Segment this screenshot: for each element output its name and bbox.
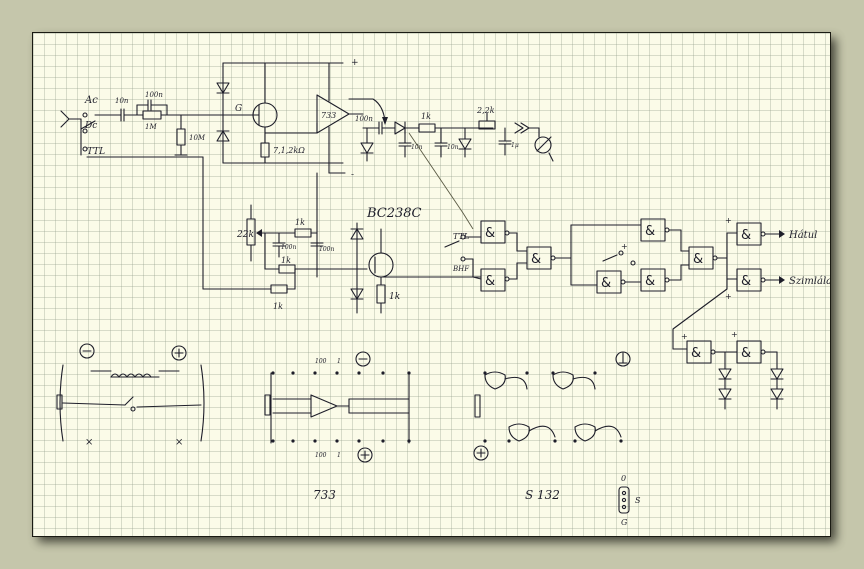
label-c-1u: 1μ	[511, 142, 519, 149]
svg-text:&: &	[601, 276, 611, 291]
bc238c-transistor	[368, 252, 394, 278]
board-edge-right	[474, 394, 481, 418]
resistor-1k-b	[294, 228, 312, 238]
inductor-coil	[110, 373, 152, 378]
resistor-10m	[176, 128, 186, 146]
label-c-100n-d: 100n	[319, 246, 334, 253]
svg-text:+: +	[621, 242, 628, 251]
label-r-1k-e: 1k	[389, 292, 400, 302]
svg-text:&: &	[485, 226, 495, 241]
plus-terminal-icon-b	[357, 447, 373, 463]
label-c-10n: 10n	[115, 97, 129, 105]
svg-text:&: &	[645, 224, 655, 239]
resistor-1k-d	[270, 284, 288, 294]
label-ic-s132: S 132	[525, 488, 560, 502]
logic-section: TTL BHF & &	[408, 132, 831, 410]
svg-text:+: +	[725, 292, 732, 301]
svg-text:&: &	[741, 274, 751, 289]
resistor-1k	[418, 123, 436, 133]
label-pin-bot-1: 1	[337, 452, 341, 459]
graph-paper-sheet: Ac Dc TTL 10n 100n 1M	[32, 32, 831, 537]
label-ac: Ac	[84, 95, 98, 106]
rectifier-meter: 100n 1k 10n 10	[355, 106, 554, 162]
label-ic-733: 733	[313, 488, 336, 502]
svg-text:+: +	[725, 216, 732, 225]
label-out-szimlala: Szimlála	[789, 276, 831, 287]
svg-text:&: &	[485, 274, 495, 289]
svg-text:&: &	[741, 228, 751, 243]
label-out-hatul: Hátul	[788, 230, 817, 241]
resistor-1m	[142, 110, 162, 120]
amp-733-sketch-triangle	[310, 394, 338, 418]
resistor-7k	[260, 142, 270, 158]
switch-board-sketch: × ×	[56, 343, 205, 448]
label-c-100n: 100n	[145, 91, 163, 99]
minus-terminal-icon-b	[355, 351, 371, 367]
label-r-2-2k: 2,2k	[476, 106, 495, 115]
label-c-10n-c: 10n	[447, 144, 459, 151]
board-edge-mid	[264, 394, 271, 416]
label-r-1k-c: 1k	[281, 256, 291, 265]
label-conn-s: S	[635, 496, 641, 505]
label-pin-top-1: 1	[337, 358, 341, 365]
label-c-100n-c: 100n	[281, 244, 296, 251]
input-jack	[60, 110, 70, 128]
label-dc: Dc	[84, 121, 97, 131]
label-r-1m: 1M	[145, 123, 157, 131]
fet-stage: G 7,1,2kΩ	[216, 62, 344, 164]
board-edge-left	[56, 394, 63, 410]
label-c-10n-b: 10n	[411, 144, 423, 151]
label-plus-supply: +	[351, 58, 359, 68]
amp-733: 733 + -	[316, 58, 388, 180]
svg-text:+: +	[681, 332, 688, 341]
connector-3pin	[618, 486, 630, 514]
label-fet-g: G	[235, 104, 242, 114]
label-minus-supply: -	[351, 170, 354, 180]
svg-text:&: &	[691, 346, 701, 361]
svg-text:&: &	[741, 346, 751, 361]
resistor-1k-e	[376, 284, 386, 304]
svg-text:×: ×	[175, 437, 183, 448]
label-bc238c: BC238C	[366, 206, 422, 221]
label-r-1k-b: 1k	[295, 218, 305, 227]
label-r-10m: 10M	[189, 134, 206, 142]
resistor-1k-c	[278, 264, 296, 274]
svg-text:&: &	[531, 252, 541, 267]
ground-terminal-icon	[615, 351, 631, 367]
ic-s132-layout-sketch: S 132 0 S G	[473, 351, 641, 527]
svg-text:×: ×	[85, 437, 93, 448]
svg-text:&: &	[645, 274, 655, 289]
label-pin-top-100: 100	[315, 358, 327, 365]
label-ttl-in: TTL	[87, 147, 105, 157]
input-section: Ac Dc TTL 10n 100n 1M	[60, 91, 272, 290]
label-r-1k: 1k	[421, 112, 431, 121]
label-r-7-1-2k: 7,1,2kΩ	[273, 146, 305, 155]
label-conn-g: G	[621, 518, 628, 527]
label-conn-0: 0	[621, 474, 626, 483]
amp-733-triangle	[316, 94, 350, 134]
label-pin-bot-100: 100	[315, 452, 327, 459]
svg-text:+: +	[731, 330, 738, 339]
svg-text:&: &	[693, 252, 703, 267]
hand-drawn-schematic: Ac Dc TTL 10n 100n 1M	[56, 58, 831, 527]
meter-gauge	[534, 136, 552, 154]
ic-733-layout-sketch: 100 1 100 1 733	[264, 351, 411, 502]
minus-terminal-icon	[79, 343, 95, 359]
plus-terminal-icon-c	[473, 445, 489, 461]
trigger-section: 22k 1k 100n 100n	[236, 172, 474, 314]
plus-terminal-icon	[171, 345, 187, 361]
label-c-100n-b: 100n	[355, 115, 373, 123]
label-r-1k-d: 1k	[273, 302, 283, 311]
label-bhf-selector: BHF	[452, 265, 470, 273]
label-pot-22k: 22k	[236, 230, 254, 240]
label-amp-733: 733	[321, 111, 336, 120]
